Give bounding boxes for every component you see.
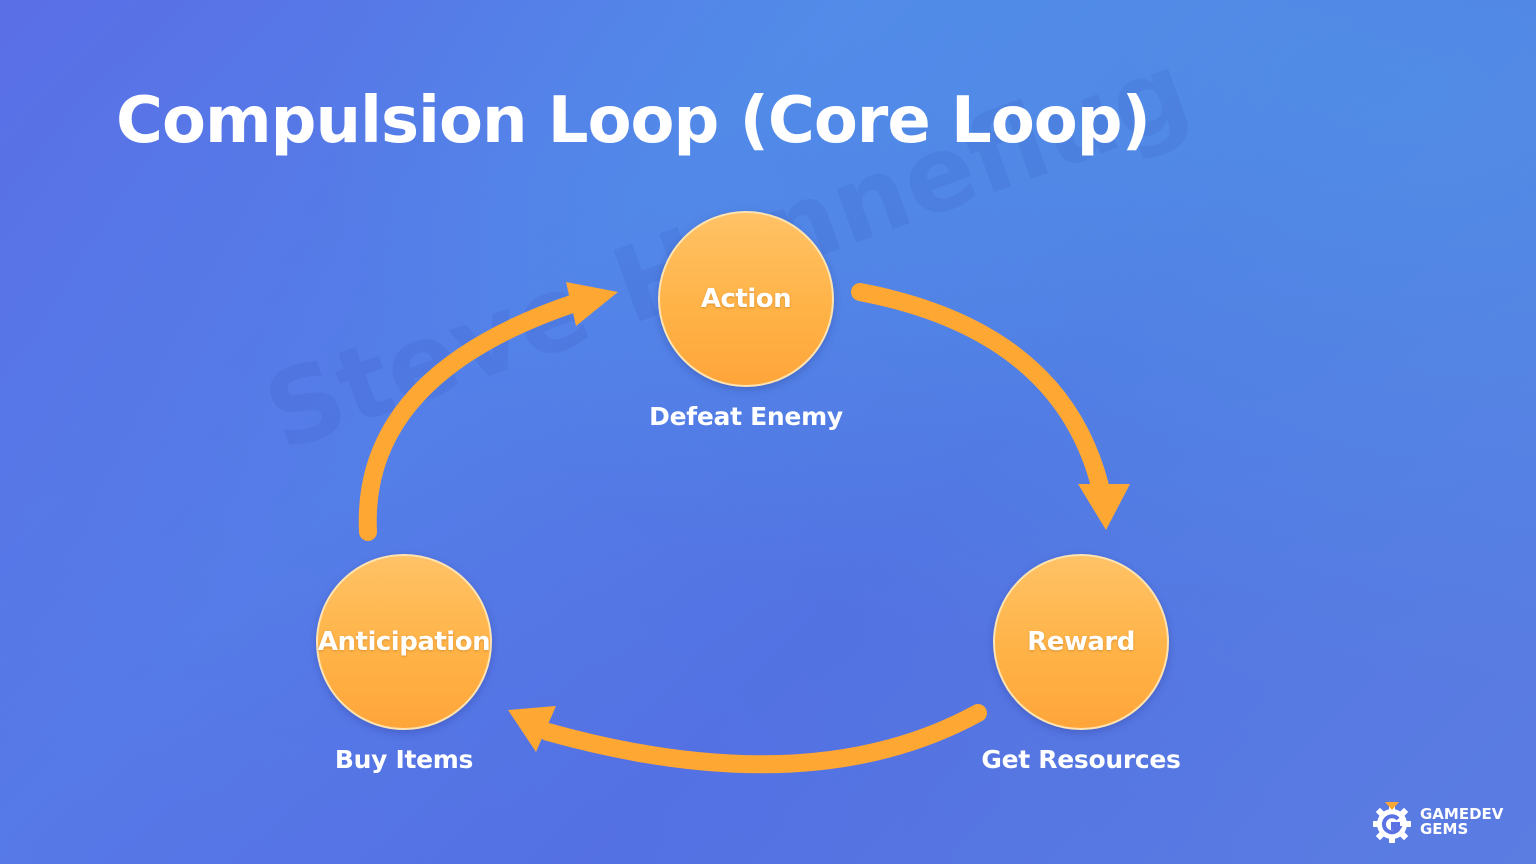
caption-buy-items: Buy Items xyxy=(334,745,474,774)
arrowhead-anticipation-to-action xyxy=(566,282,618,326)
slide-title: Compulsion Loop (Core Loop) xyxy=(116,84,1151,158)
node-reward: Reward xyxy=(993,554,1169,730)
node-anticipation: Anticipation xyxy=(316,554,492,730)
logo-line-2: GEMS xyxy=(1420,820,1469,838)
arrow-reward-to-anticipation xyxy=(539,704,987,774)
caption-get-resources: Get Resources xyxy=(981,745,1181,774)
caption-defeat-enemy: Defeat Enemy xyxy=(649,402,843,431)
gamedev-gems-logo: GAMEDEV GEMS xyxy=(1370,800,1503,844)
gear-g-logo-icon xyxy=(1373,802,1411,843)
arrow-action-to-reward xyxy=(851,283,1109,495)
node-anticipation-label: Anticipation xyxy=(317,627,491,657)
node-action: Action xyxy=(658,211,834,387)
node-action-label: Action xyxy=(700,284,792,314)
node-reward-label: Reward xyxy=(1027,627,1135,657)
arrow-anticipation-to-action xyxy=(358,291,593,541)
arrowhead-reward-to-anticipation xyxy=(508,706,556,752)
logo-line-1: GAMEDEV xyxy=(1420,805,1504,823)
arrowhead-action-to-reward xyxy=(1078,484,1130,530)
